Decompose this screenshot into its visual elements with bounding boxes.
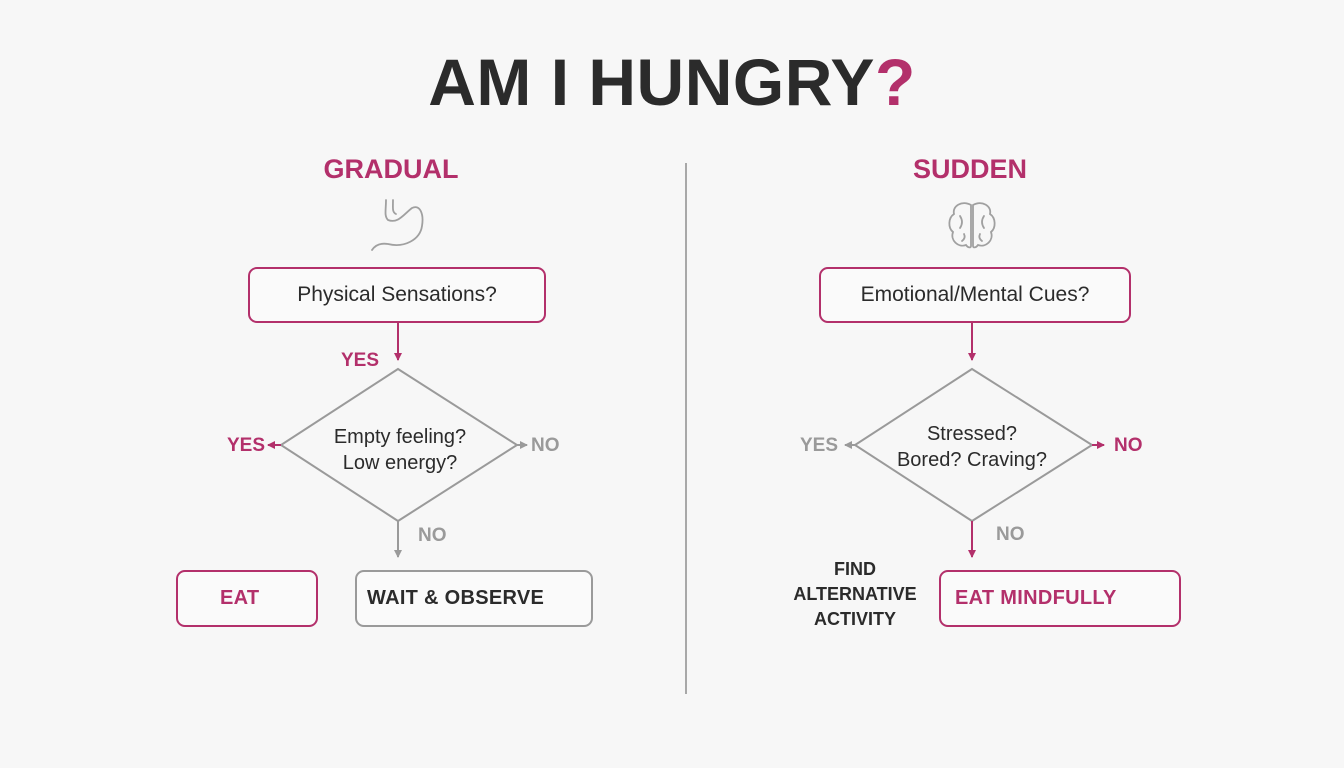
left-diamond-no-label: NO xyxy=(531,435,560,456)
stomach-icon xyxy=(371,199,424,251)
emotional-cues-label: Emotional/Mental Cues? xyxy=(860,283,1090,306)
sudden-heading: SUDDEN xyxy=(912,154,1027,184)
wait-observe-label: WAIT & OBSERVE xyxy=(367,587,545,609)
right-diamond-yes-label: YES xyxy=(800,435,839,456)
left-diamond-yes-label: YES xyxy=(227,435,266,456)
alt-line3: ACTIVITY xyxy=(813,609,896,629)
title-text: AM I HUNGRY xyxy=(428,45,875,119)
right-diamond-line2: Bored? Craving? xyxy=(896,449,1048,471)
physical-sensations-box: Physical Sensations? xyxy=(248,267,546,323)
wait-observe-box: WAIT & OBSERVE xyxy=(355,570,593,627)
right-diamond-text: Stressed? Bored? Craving? xyxy=(872,421,1072,473)
physical-sensations-label: Physical Sensations? xyxy=(297,283,497,306)
brain-icon xyxy=(948,202,996,249)
right-diamond-line1: Stressed? xyxy=(926,423,1018,445)
eat-mindfully-label: EAT MINDFULLY xyxy=(955,587,1117,609)
emotional-cues-box: Emotional/Mental Cues? xyxy=(819,267,1131,323)
left-diamond-line2: Low energy? xyxy=(342,452,458,474)
right-diamond-no-label: NO xyxy=(1114,435,1143,456)
eat-label: EAT xyxy=(220,587,260,609)
left-bottom-no-label: NO xyxy=(418,525,447,546)
gradual-heading: GRADUAL xyxy=(323,154,459,184)
left-diamond-text: Empty feeling? Low energy? xyxy=(300,424,500,476)
alt-line2: ALTERNATIVE xyxy=(793,584,917,604)
eat-box: EAT xyxy=(176,570,318,627)
alt-line1: FIND xyxy=(834,559,876,579)
right-bottom-no-label: NO xyxy=(996,524,1025,545)
page-title: AM I HUNGRY? xyxy=(0,42,1344,122)
left-yes-label: YES xyxy=(341,350,380,371)
find-alternative-activity: FIND ALTERNATIVE ACTIVITY xyxy=(770,557,940,632)
title-question-mark: ? xyxy=(874,45,916,119)
eat-mindfully-box: EAT MINDFULLY xyxy=(939,570,1181,627)
left-diamond-line1: Empty feeling? xyxy=(333,426,467,448)
